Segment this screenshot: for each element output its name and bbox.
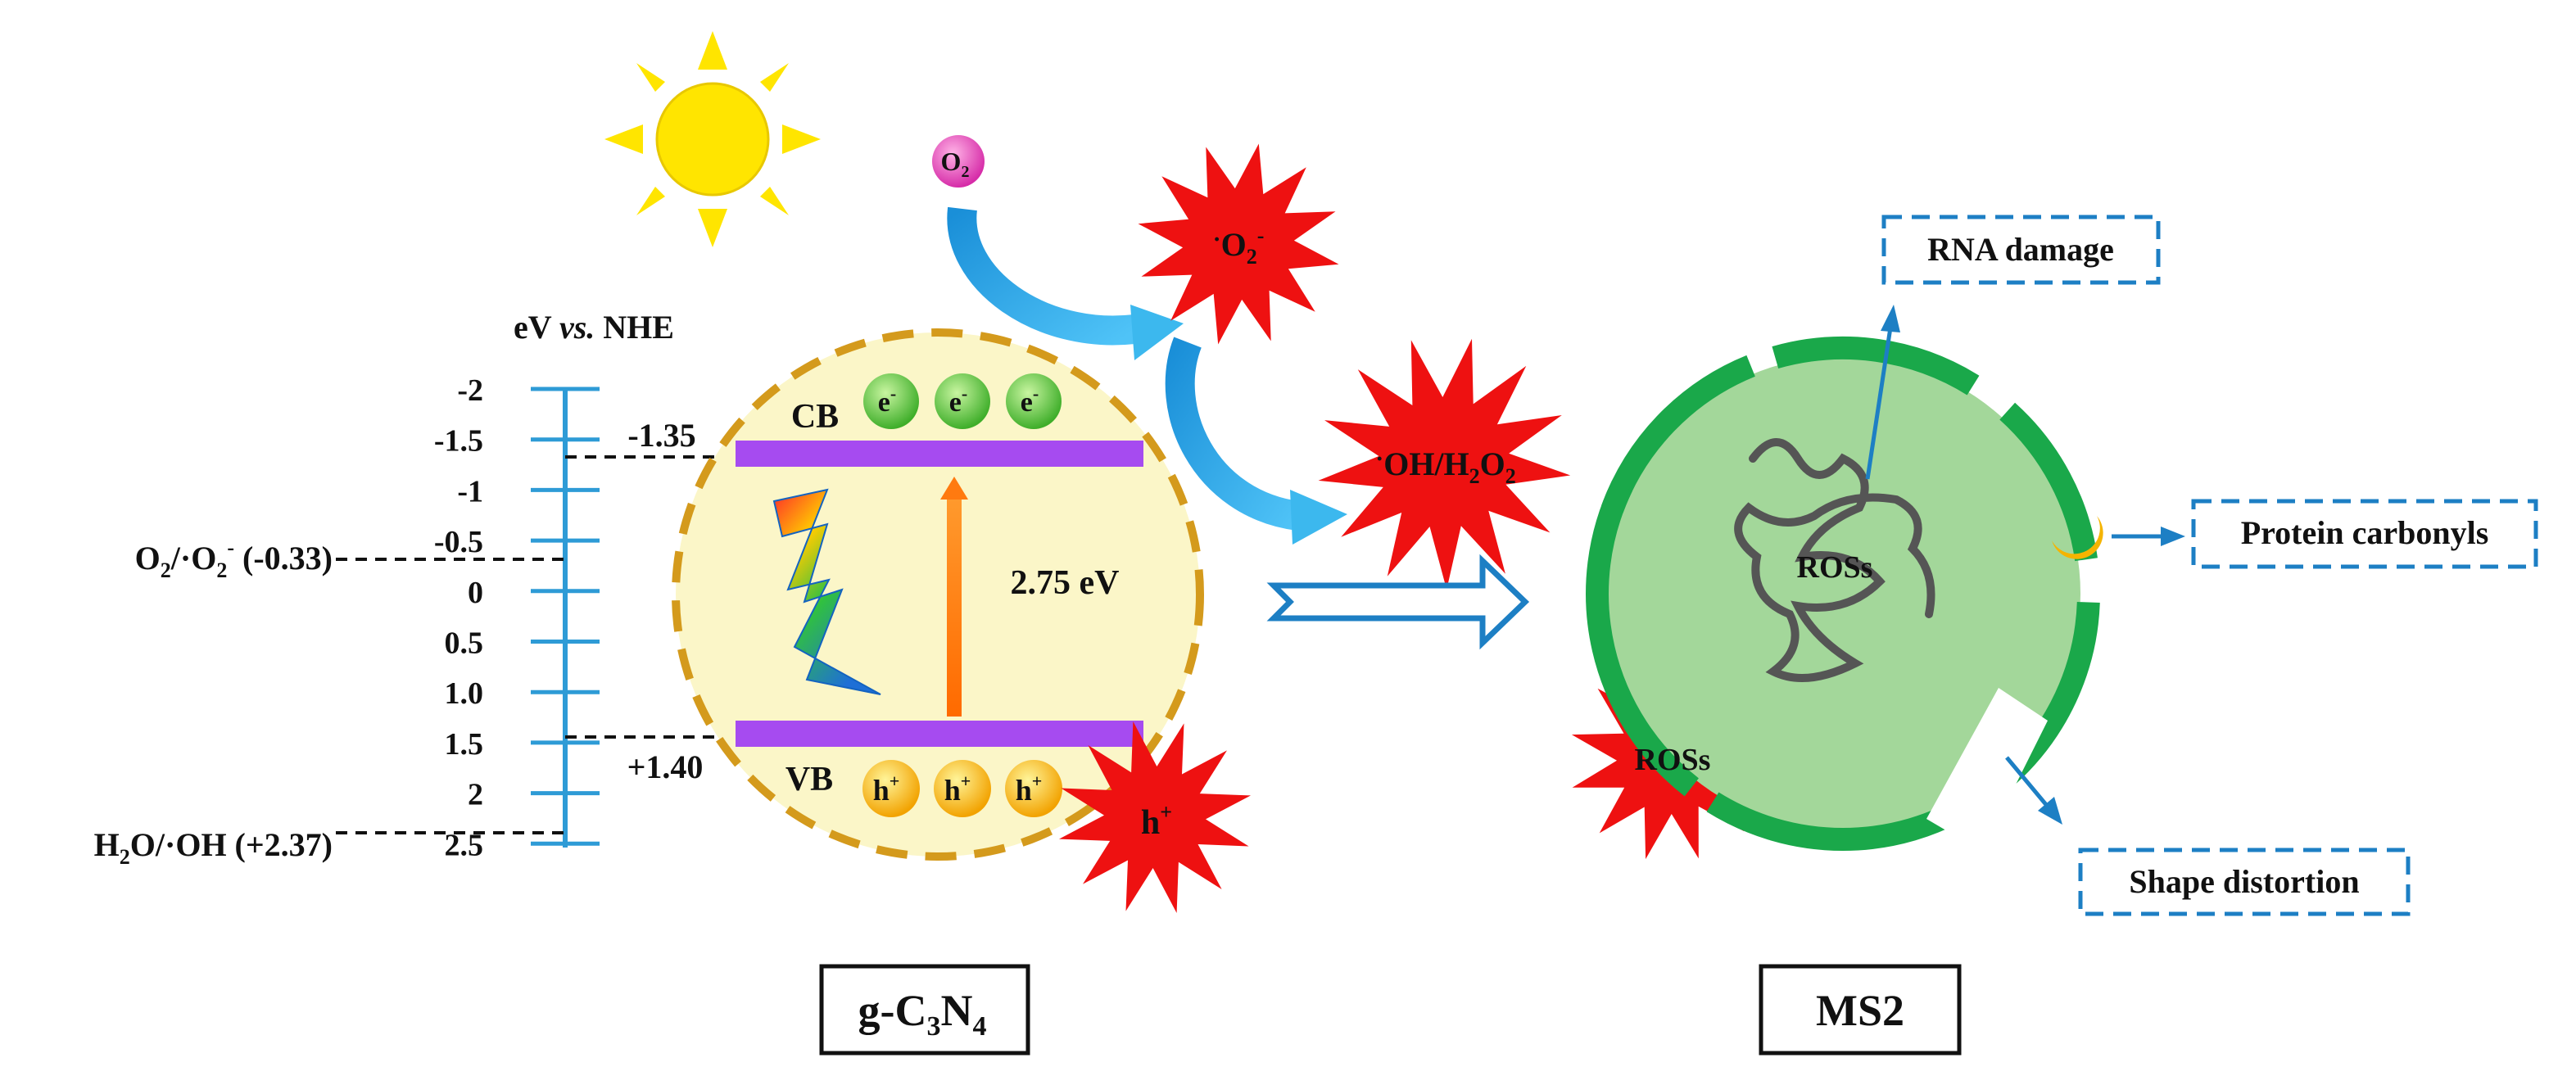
hole-burst-label: h+ <box>1141 800 1172 842</box>
scale-ticks: -2-1.5-1-0.500.51.01.522.5 <box>434 373 600 862</box>
vb-value: +1.40 <box>627 748 704 785</box>
scale-tick-label: -1 <box>457 474 483 509</box>
conduction-band <box>736 441 1143 467</box>
lightning-icon <box>772 488 881 695</box>
hole-2: h+ <box>934 760 991 817</box>
virus-name-box: MS2 <box>1759 964 1962 1056</box>
scale-tick-label: 2 <box>468 778 483 812</box>
scale-tick-label: -0.5 <box>434 525 483 559</box>
electron-1: e- <box>863 373 919 429</box>
catalyst-particle: CB VB e- e- e- h+ h+ h+ <box>672 328 1204 861</box>
capsid-segment <box>1586 481 1699 797</box>
svg-text:e-: e- <box>949 383 967 418</box>
capsid-segment <box>1600 355 1755 514</box>
virus-ms2 <box>1586 336 2103 852</box>
svg-text:h+: h+ <box>1016 771 1043 807</box>
scale-unit-label: eV vs. NHE <box>514 309 674 346</box>
svg-text:MS2: MS2 <box>1816 986 1904 1035</box>
cb-value: -1.35 <box>627 417 695 454</box>
scale-tick-label: -2 <box>457 373 483 408</box>
rna-damage-box: RNA damage <box>1881 215 2161 285</box>
transfer-arrow <box>1266 554 1530 650</box>
svg-text:Protein carbonyls: Protein carbonyls <box>2241 514 2489 551</box>
o2-couple-label: O2/·O2- (-0.33) <box>135 536 333 582</box>
svg-text:e-: e- <box>1021 383 1039 418</box>
ros-inside-label: ROSs <box>1797 550 1873 585</box>
rna-damage-arrow <box>1865 305 1900 480</box>
electron-3: e- <box>1006 373 1062 429</box>
superoxide-label: ·O2- <box>1213 224 1265 269</box>
protein-arrow <box>2112 527 2185 546</box>
svg-text:h+: h+ <box>944 771 971 807</box>
hydroxyl-burst <box>1318 338 1571 590</box>
protein-carbonyls-box: Protein carbonyls <box>2191 499 2538 569</box>
svg-text:O2: O2 <box>941 147 970 181</box>
h2o-couple-label: H2O/·OH (+2.37) <box>94 826 333 869</box>
electron-2: e- <box>935 373 990 429</box>
curved-arrow-hydroxyl <box>1165 337 1347 545</box>
bandgap-label: 2.75 eV <box>1011 564 1120 602</box>
hole-burst <box>1059 721 1251 913</box>
rna-strand <box>1734 438 1935 682</box>
hole-3: h+ <box>1005 760 1062 817</box>
svg-text:RNA damage: RNA damage <box>1927 231 2114 268</box>
svg-text:g-C3N4: g-C3N4 <box>858 986 987 1042</box>
capsid-notch <box>1926 688 2048 852</box>
hole-1: h+ <box>862 760 920 817</box>
catalyst-name-box: g-C3N4 <box>819 964 1030 1056</box>
curved-arrow-superoxide <box>947 206 1184 360</box>
cb-label: CB <box>791 398 839 436</box>
superoxide-burst <box>1138 143 1339 345</box>
shape-arrow <box>2005 756 2062 825</box>
o2-molecule: O2 <box>932 135 985 188</box>
svg-text:e-: e- <box>878 383 896 418</box>
svg-text:Shape distortion: Shape distortion <box>2129 863 2359 900</box>
valence-band <box>736 721 1143 747</box>
ros-outside-label: ROSs <box>1635 743 1711 777</box>
scale-tick-label: 0.5 <box>445 626 484 661</box>
excitation-arrow <box>940 477 968 717</box>
capsid-segment <box>1999 402 2098 562</box>
sun-icon <box>604 31 821 247</box>
vb-label: VB <box>785 761 833 798</box>
svg-text:h+: h+ <box>873 771 900 807</box>
hydroxyl-label: ·OH/H2O2 <box>1375 445 1516 488</box>
scale-tick-label: 0 <box>468 576 483 610</box>
scale-tick-label: 1.0 <box>445 676 484 711</box>
scale-tick-label: -1.5 <box>434 424 483 459</box>
capsid-segment <box>1772 336 1980 396</box>
shape-distortion-box: Shape distortion <box>2078 848 2411 916</box>
energy-scale: eV vs. NHE -2-1.5-1-0.500.51.01.522.5 <box>434 309 674 862</box>
scale-tick-label: 1.5 <box>445 727 484 762</box>
capsid-shell <box>1586 336 2100 851</box>
